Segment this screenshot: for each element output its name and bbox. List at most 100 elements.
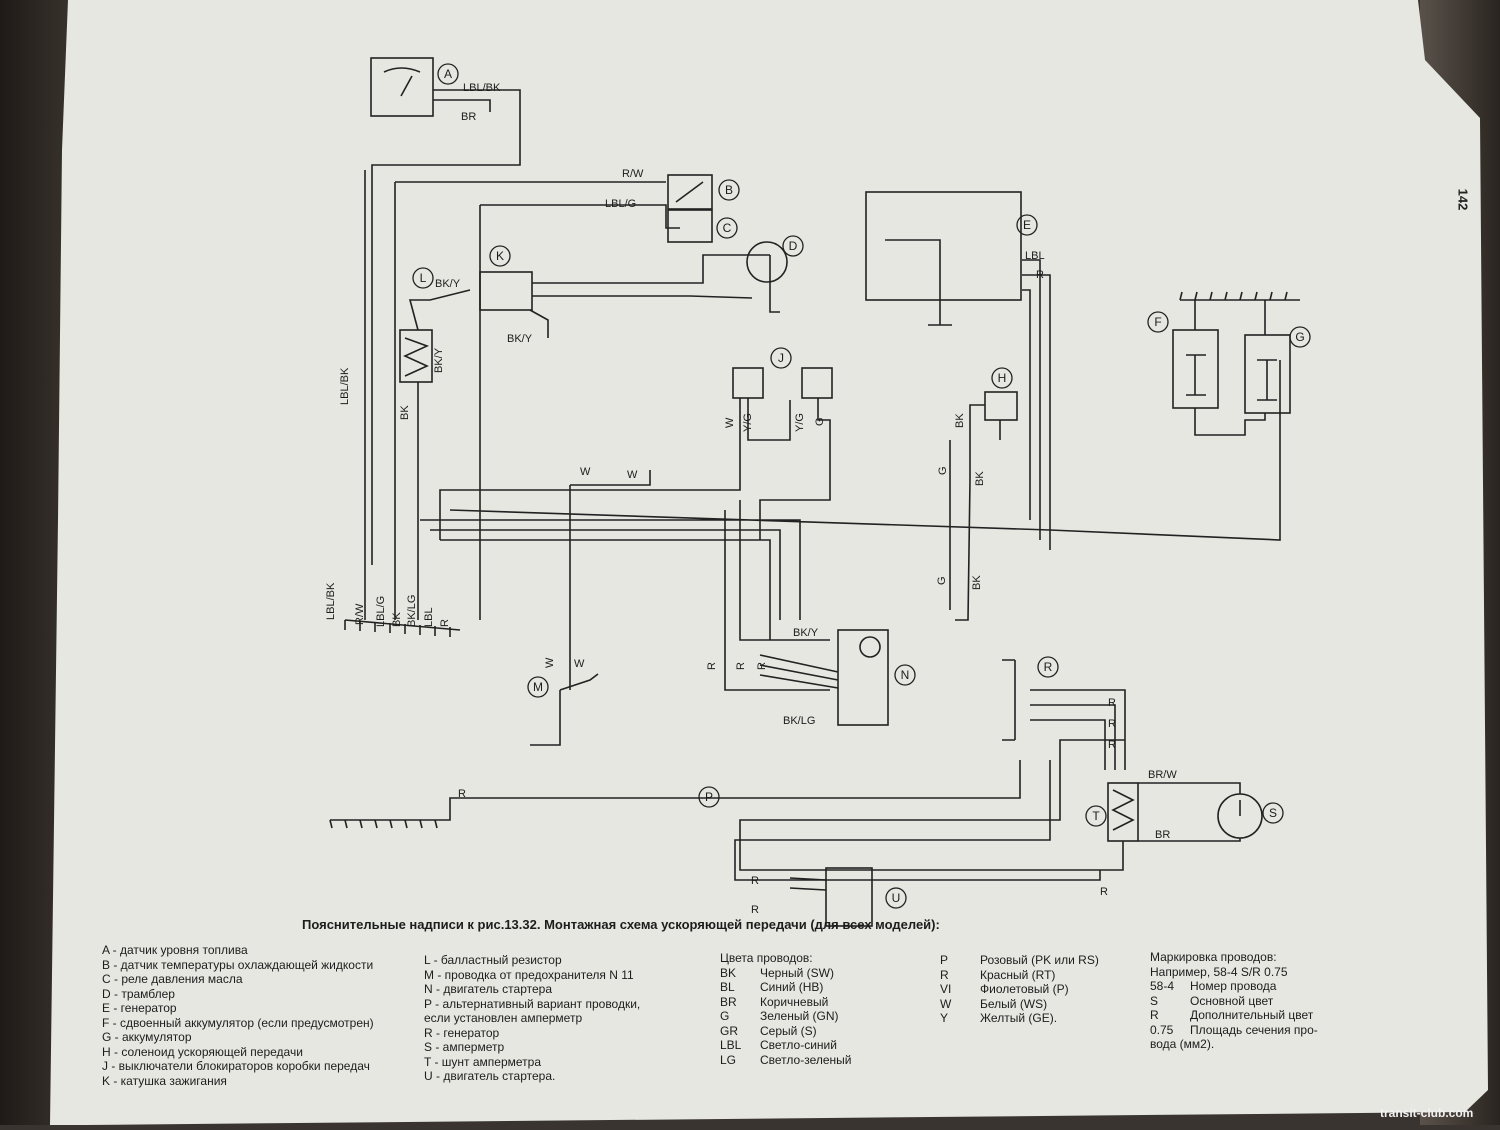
node-k-label: K — [496, 249, 504, 263]
wire-label: R — [751, 875, 759, 887]
legend-item: G - аккумулятор — [102, 1030, 192, 1044]
fuel-sensor-box — [370, 57, 434, 117]
color-name: Белый (WS) — [980, 996, 1048, 1011]
node-p-label: P — [705, 790, 713, 804]
node-n-label: N — [901, 668, 910, 682]
color-code: R — [940, 967, 949, 982]
color-code: P — [940, 953, 949, 967]
battery-g-box — [1244, 334, 1291, 414]
wire-label: W — [627, 469, 638, 481]
wire-label: BK — [399, 405, 411, 420]
wire-label: LBL — [1025, 250, 1045, 262]
node-m-label: M — [533, 680, 543, 694]
legend-item: E - генератор — [102, 1001, 177, 1015]
legend-item: L - балластный резистор — [424, 953, 562, 967]
marking-tail: вода (мм2). — [1150, 1037, 1215, 1051]
wire-label: Y/G — [742, 413, 754, 432]
wire-label: R — [1100, 886, 1108, 898]
wire-label: BR — [1155, 829, 1170, 841]
wire-label: BK/Y — [435, 278, 461, 290]
legend-item: N - двигатель стартера — [424, 982, 552, 996]
starter-motor-box — [837, 629, 889, 726]
color-code: G — [720, 1009, 730, 1023]
wire-label: G — [814, 417, 826, 426]
legend-item: B - датчик температуры охлаждающей жидко… — [102, 957, 374, 972]
marking-code: S — [1150, 993, 1159, 1008]
wire-label: BK — [971, 575, 983, 590]
marking-example: Например, 58-4 S/R 0.75 — [1150, 964, 1288, 979]
legend-item: R - генератор — [424, 1025, 500, 1040]
wire-label: R — [1108, 697, 1116, 709]
node-b-label: B — [725, 183, 733, 197]
marking-name: Номер провода — [1190, 979, 1277, 993]
legend-item: K - катушка зажигания — [102, 1073, 227, 1088]
marking-name: Основной цвет — [1190, 993, 1274, 1008]
node-l-label: L — [420, 271, 427, 285]
wire-label: Y/G — [794, 413, 806, 432]
legend-item: D - трамблер — [102, 986, 175, 1001]
color-name: Зеленый (GN) — [760, 1009, 839, 1023]
color-code: BK — [720, 965, 737, 980]
marking-name: Площадь сечения про- — [1190, 1022, 1318, 1037]
node-e-label: E — [1023, 218, 1031, 232]
node-j-label: J — [778, 351, 784, 365]
wire-label: W — [544, 657, 556, 668]
color-code: LG — [720, 1052, 737, 1067]
paper-sheet — [50, 0, 1488, 1125]
wire-label: BR — [461, 111, 476, 123]
color-name: Розовый (PK или RS) — [980, 953, 1099, 967]
marking-name: Дополнительный цвет — [1190, 1008, 1314, 1022]
legend-item: U - двигатель стартера. — [424, 1069, 556, 1083]
marking-code: 58-4 — [1150, 979, 1175, 993]
legend-item: P - альтернативный вариант проводки, — [424, 996, 641, 1011]
color-code: BL — [720, 980, 735, 994]
wire-label: R/W — [354, 603, 366, 625]
wire-label: R/W — [622, 168, 644, 180]
legend-item: S - амперметр — [424, 1040, 505, 1054]
wire-label: BK — [391, 612, 403, 627]
wire-label: BK/Y — [433, 347, 445, 373]
wire-label: LBL/BK — [339, 367, 351, 405]
node-t-label: T — [1092, 809, 1100, 823]
wire-label: G — [937, 466, 949, 475]
wire-label: LBL/G — [375, 596, 387, 627]
wire-label: R — [1036, 269, 1044, 281]
color-name: Желтый (GE). — [980, 1011, 1058, 1025]
wire-label: W — [574, 658, 585, 670]
legend-heading: Цвета проводов: — [720, 951, 813, 965]
wire-label: LBL/G — [605, 198, 636, 210]
wire-label: R — [1108, 718, 1116, 730]
legend-item: если установлен амперметр — [424, 1011, 583, 1025]
wire-label: BK/LG — [783, 715, 815, 727]
node-g-label: G — [1295, 330, 1304, 344]
node-a-label: A — [444, 67, 452, 81]
legend-components-2: L - балластный резистор M - проводка от … — [424, 953, 640, 1084]
wire-label: R — [1108, 739, 1116, 751]
wire-label: R — [706, 662, 718, 670]
marking-code: R — [1150, 1008, 1159, 1022]
color-code: VI — [940, 982, 952, 996]
starter-u-box — [825, 867, 873, 927]
page-number: 142 — [1455, 188, 1471, 211]
color-code: Y — [940, 1011, 949, 1025]
node-c-label: C — [723, 221, 732, 235]
wire-label: W — [724, 417, 736, 428]
node-u-label: U — [892, 891, 901, 905]
node-h-label: H — [998, 371, 1007, 385]
marking-code: 0.75 — [1150, 1022, 1174, 1037]
wire-label: BK — [974, 471, 986, 486]
oil-switch-box — [667, 209, 713, 243]
color-code: W — [940, 996, 952, 1011]
wire-label: G — [936, 576, 948, 585]
temp-sensor-box — [667, 174, 713, 210]
color-name: Черный (SW) — [760, 965, 834, 980]
color-code: GR — [720, 1023, 738, 1038]
color-name: Светло-зеленый — [760, 1052, 852, 1067]
legend-item: M - проводка от предохранителя N 11 — [424, 967, 634, 982]
legend-item: J - выключатели блокираторов коробки пер… — [102, 1059, 370, 1073]
color-code: BR — [720, 994, 737, 1009]
wire-label: BK/Y — [793, 627, 819, 639]
legend-item: H - соленоид ускоряющей передачи — [102, 1044, 303, 1059]
